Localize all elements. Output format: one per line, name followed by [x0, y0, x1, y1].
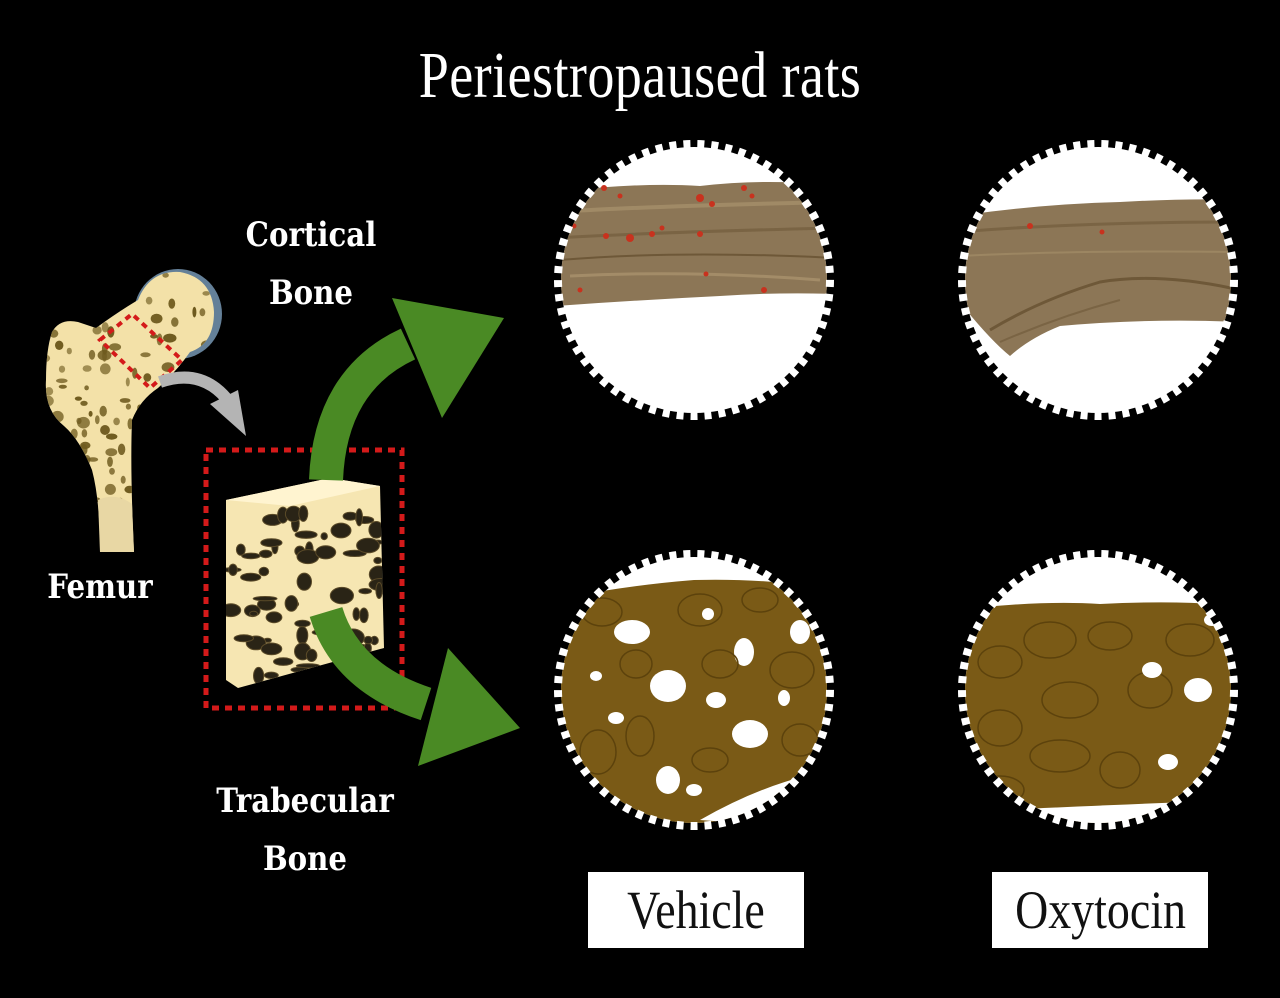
cortical-label-line2: Bone [268, 273, 354, 313]
figure-title: Periestropaused rats [418, 39, 862, 112]
vehicle-group-label: Vehicle [588, 872, 804, 948]
green-arrow-icon [309, 606, 520, 766]
green-arrow-icon [309, 298, 504, 481]
cortical-bone-label: Cortical Bone [238, 206, 384, 322]
gray-arrow-icon [158, 371, 246, 436]
trabecular-bone-label: Trabecular Bone [215, 772, 396, 888]
cortical-label-line1: Cortical [245, 215, 377, 255]
cortical-oxytocin-micrograph [958, 140, 1238, 420]
femur-label: Femur [47, 567, 153, 607]
trabecular-oxytocin-micrograph [958, 550, 1238, 830]
trabecular-vehicle-micrograph [554, 550, 834, 830]
femur-bone-icon [45, 269, 222, 552]
trabecular-label-line1: Trabecular [216, 781, 394, 821]
vehicle-label-text: Vehicle [627, 880, 765, 940]
oxytocin-group-label: Oxytocin [992, 872, 1208, 948]
cortical-vehicle-micrograph [554, 140, 834, 420]
trabecular-label-line2: Bone [262, 839, 348, 879]
oxytocin-label-text: Oxytocin [1014, 880, 1186, 940]
